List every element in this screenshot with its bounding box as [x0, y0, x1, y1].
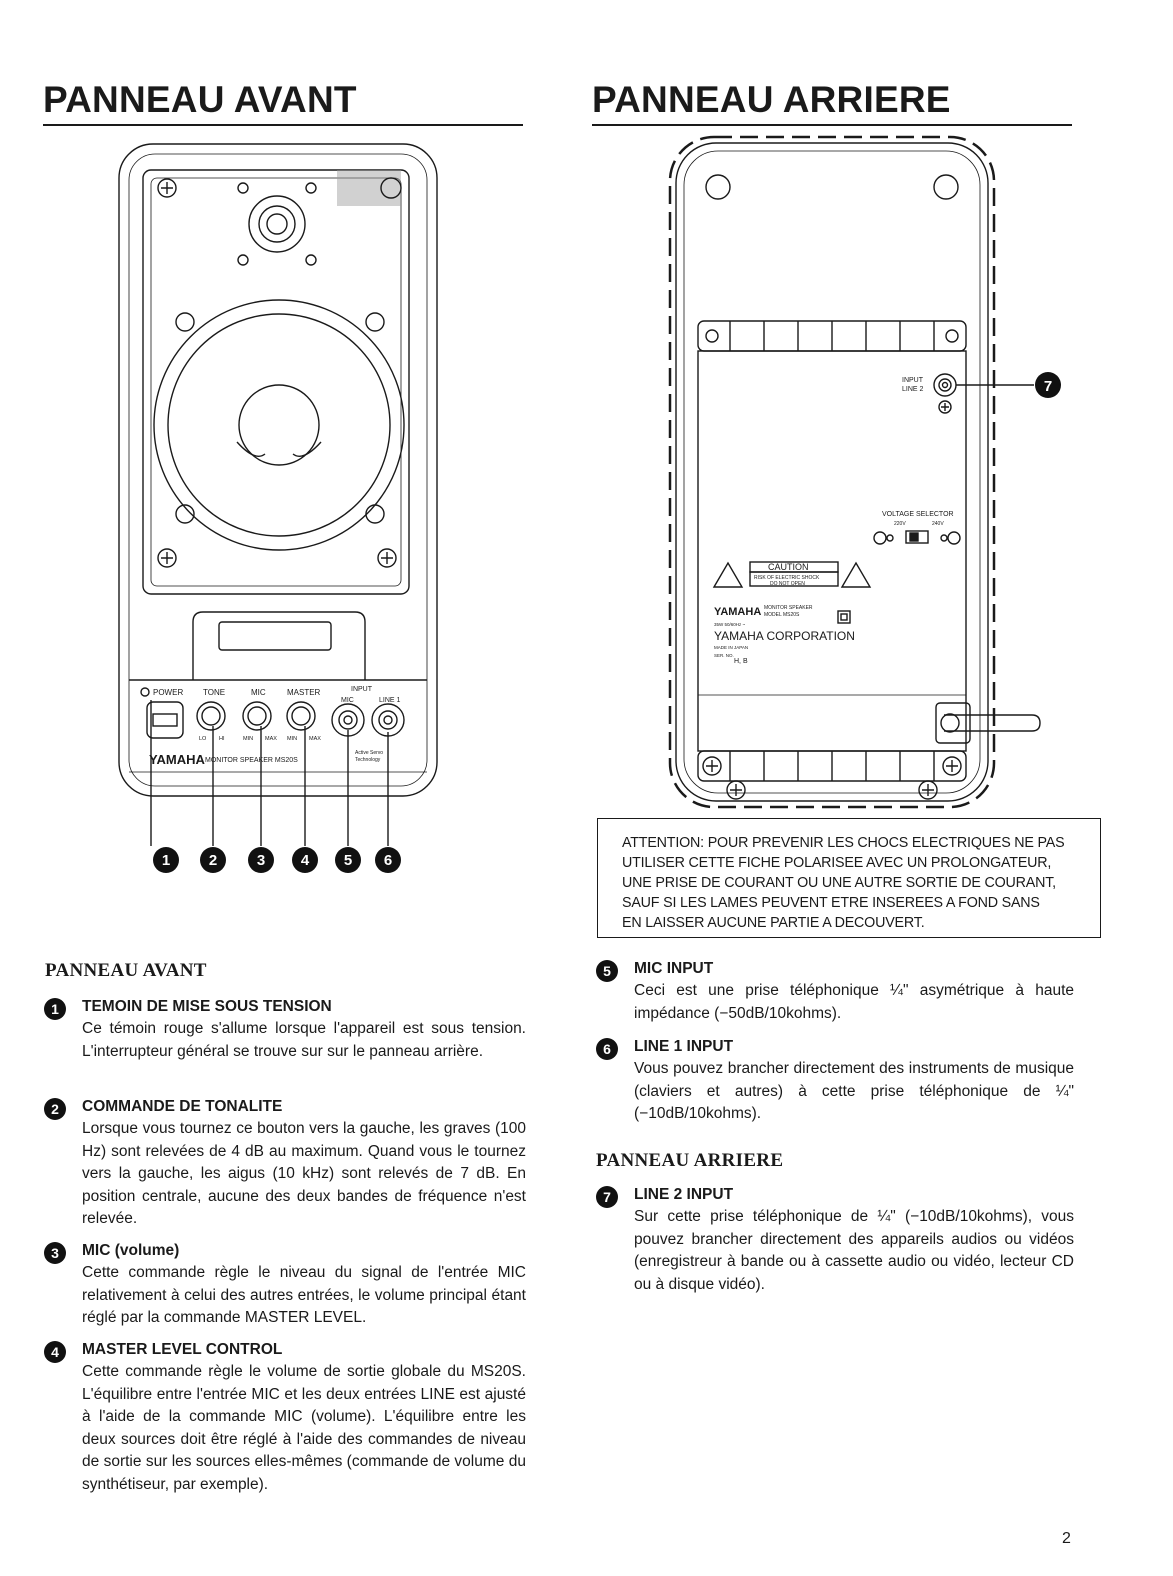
attention-line-4: SAUF SI LES LAMES PEUVENT ETRE INSEREES …: [622, 895, 1040, 911]
callout-6: 6: [384, 852, 392, 869]
item-number-badge: 6: [596, 1038, 618, 1060]
mic-min-label: MIN: [243, 736, 253, 742]
callout-7-marker: [1035, 372, 1061, 398]
item-body: Vous pouvez brancher directement des ins…: [634, 1060, 1074, 1122]
item-body: Cette commande règle le niveau du signal…: [82, 1264, 526, 1326]
cabinet-outline: [118, 143, 438, 797]
caution-label: CAUTION: [768, 562, 809, 572]
callout-4-marker: [292, 847, 318, 873]
item-body: Sur cette prise téléphonique de ¼" (−10d…: [634, 1208, 1074, 1293]
rear-input-label: INPUT: [902, 377, 924, 384]
item-title: LINE 2 INPUT: [634, 1186, 734, 1203]
power-spec-label: 35W 50/60Hz ~: [714, 622, 746, 627]
made-in-label: MADE IN JAPAN: [714, 645, 748, 650]
rear-panel-drawing: 7 INPUT LINE 2 VOLTAGE SELECTOR 220V 240…: [668, 135, 1061, 809]
rear-monitor-speaker-label: MONITOR SPEAKER: [764, 605, 813, 611]
item-number-badge: 1: [44, 998, 66, 1020]
callout-3-marker: [248, 847, 274, 873]
tone-lo-label: LO: [199, 736, 207, 742]
input-mic-label: MIC: [341, 697, 354, 704]
rear-line2-label: LINE 2: [902, 386, 924, 393]
page-title-rear-panel: PANNEAU ARRIERE: [592, 78, 1072, 126]
woofer: [153, 299, 405, 551]
callout-7: 7: [1044, 378, 1052, 395]
callout-2-marker: [200, 847, 226, 873]
callout-5: 5: [344, 852, 352, 869]
power-label: POWER: [153, 688, 183, 697]
item-number-badge: 2: [44, 1098, 66, 1120]
master-max-label: MAX: [309, 736, 321, 742]
front-panel-drawing: POWER TONE MIC MASTER INPUT MIC LINE 1 L…: [118, 143, 438, 873]
callout-2: 2: [209, 852, 217, 869]
item-number-badge: 3: [44, 1242, 66, 1264]
callout-6-marker: [375, 847, 401, 873]
callout-5-marker: [335, 847, 361, 873]
item-number-badge: 7: [596, 1186, 618, 1208]
item-title: MIC (volume): [82, 1242, 180, 1259]
item-body: Ce témoin rouge s'allume lorsque l'appar…: [82, 1020, 526, 1060]
page-title-front-panel: PANNEAU AVANT: [43, 78, 523, 126]
caution-shock-label: RISK OF ELECTRIC SHOCK: [754, 575, 820, 581]
tone-label: TONE: [203, 688, 225, 697]
item-title: COMMANDE DE TONALITE: [82, 1098, 283, 1115]
attention-line-5: EN LAISSER AUCUNE PARTIE A DECOUVERT.: [622, 915, 925, 931]
attention-line-3: UNE PRISE DE COURANT OU UNE AUTRE SORTIE…: [622, 875, 1056, 891]
line2-jack: [933, 373, 957, 397]
caution-do-not-open-label: DO NOT OPEN: [770, 581, 805, 587]
grille-frame: [142, 169, 410, 595]
callout-4: 4: [301, 852, 310, 869]
hb-label: H, B: [734, 658, 748, 665]
mic-max-label: MAX: [265, 736, 277, 742]
ser-no-label: SER. NO.: [714, 653, 734, 658]
input-group-label: INPUT: [351, 686, 373, 693]
item-number-badge: 4: [44, 1341, 66, 1363]
section-heading-front: PANNEAU AVANT: [45, 960, 207, 981]
front-model-line: MONITOR SPEAKER MS20S: [205, 757, 298, 764]
front-brand-logo: YAMAHA: [149, 752, 205, 767]
item-body: Ceci est une prise téléphonique ¼" asymé…: [634, 982, 1074, 1022]
active-servo-tech-label: Technology: [355, 757, 381, 763]
callout-3: 3: [257, 852, 265, 869]
item-number-badge: 5: [596, 960, 618, 982]
active-servo-label: Active Servo: [355, 750, 383, 756]
callout-1: 1: [162, 852, 170, 869]
voltage-220-label: 220V: [894, 521, 906, 527]
front-panel-illustration: POWER TONE MIC MASTER INPUT MIC LINE 1 L…: [115, 140, 445, 880]
callout-1-marker: [153, 847, 179, 873]
item-title: MIC INPUT: [634, 960, 714, 977]
master-min-label: MIN: [287, 736, 297, 742]
voltage-240-label: 240V: [932, 521, 944, 527]
voltage-selector-label: VOLTAGE SELECTOR: [882, 511, 954, 518]
mic-knob-label: MIC: [251, 688, 266, 697]
corporation-label: YAMAHA CORPORATION: [714, 629, 855, 643]
item-title: MASTER LEVEL CONTROL: [82, 1341, 283, 1358]
item-title: TEMOIN DE MISE SOUS TENSION: [82, 998, 332, 1015]
rear-brand-logo: YAMAHA: [714, 606, 761, 618]
input-line1-label: LINE 1: [379, 697, 401, 704]
attention-warning-box: ATTENTION: POUR PREVENIR LES CHOCS ELECT…: [597, 818, 1101, 938]
tweeter: [248, 195, 306, 253]
rear-panel-illustration: 7 INPUT LINE 2 VOLTAGE SELECTOR 220V 240…: [668, 135, 1078, 815]
item-body: Cette commande règle le volume de sortie…: [82, 1363, 526, 1493]
rear-plate: [697, 350, 967, 752]
section-heading-rear: PANNEAU ARRIERE: [596, 1150, 784, 1171]
tweeter-vent: [337, 170, 401, 206]
page-number: 2: [1062, 1530, 1071, 1547]
rear-cabinet-outline: [675, 142, 989, 802]
item-body: Lorsque vous tournez ce bouton vers la g…: [82, 1120, 526, 1227]
item-title: LINE 1 INPUT: [634, 1038, 734, 1055]
rear-model-label: MODEL MS20S: [764, 612, 800, 618]
attention-line-1: ATTENTION: POUR PREVENIR LES CHOCS ELECT…: [622, 835, 1065, 851]
master-label: MASTER: [287, 688, 321, 697]
attention-line-2: UTILISER CETTE FICHE POLARISEE AVEC UN P…: [622, 855, 1052, 871]
tone-hi-label: HI: [219, 736, 225, 742]
